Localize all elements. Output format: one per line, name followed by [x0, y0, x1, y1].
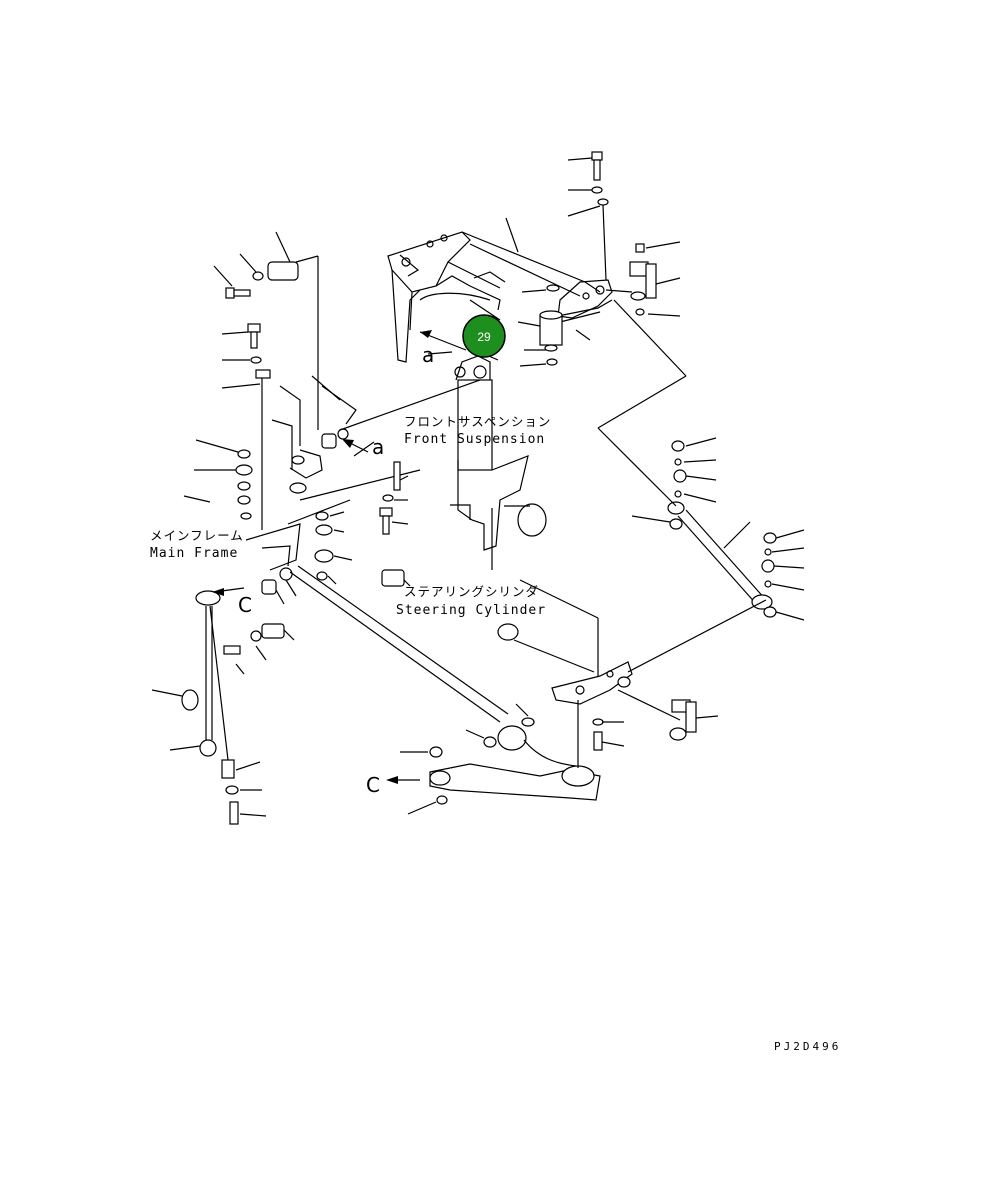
view-letter-a-lower: a	[372, 435, 384, 459]
direction-arrows	[212, 330, 467, 784]
main-frame-label-en: Main Frame	[150, 546, 238, 561]
steering-cylinder	[450, 347, 547, 570]
upper-bell-crank	[539, 279, 613, 366]
reference-lines	[339, 217, 687, 507]
top-bolt-stack	[567, 151, 609, 281]
right-bushing-stack	[605, 241, 681, 317]
view-letter-a-upper: a	[422, 343, 434, 367]
left-tie-rod	[151, 567, 297, 825]
callout-number[interactable]: 29	[477, 330, 491, 344]
left-bolt-cluster	[213, 231, 299, 530]
view-letter-c-bottom: C	[366, 773, 380, 797]
steering-cylinder-label-jp: ステアリングシリンダ	[404, 584, 539, 599]
front-suspension-label-en: Front Suspension	[404, 432, 545, 447]
steering-cylinder-label-en: Steering Cylinder	[396, 603, 546, 618]
lower-steering-arm	[407, 700, 601, 815]
view-letter-c-left: C	[238, 593, 252, 617]
lower-bell-crank	[497, 579, 719, 751]
main-frame-label-jp: メインフレーム	[150, 528, 244, 543]
right-tie-rod	[627, 437, 805, 673]
middle-fastener-column	[314, 461, 411, 587]
callout-29[interactable]: 29	[462, 314, 506, 358]
callout-circle[interactable]	[462, 314, 506, 358]
main-frame-bracket	[245, 255, 421, 571]
lower-link	[289, 565, 535, 758]
left-washer-stack	[183, 439, 307, 520]
front-suspension-label-jp: フロントサスペンション	[404, 414, 551, 429]
drawing-code: PJ2D496	[774, 1040, 841, 1053]
